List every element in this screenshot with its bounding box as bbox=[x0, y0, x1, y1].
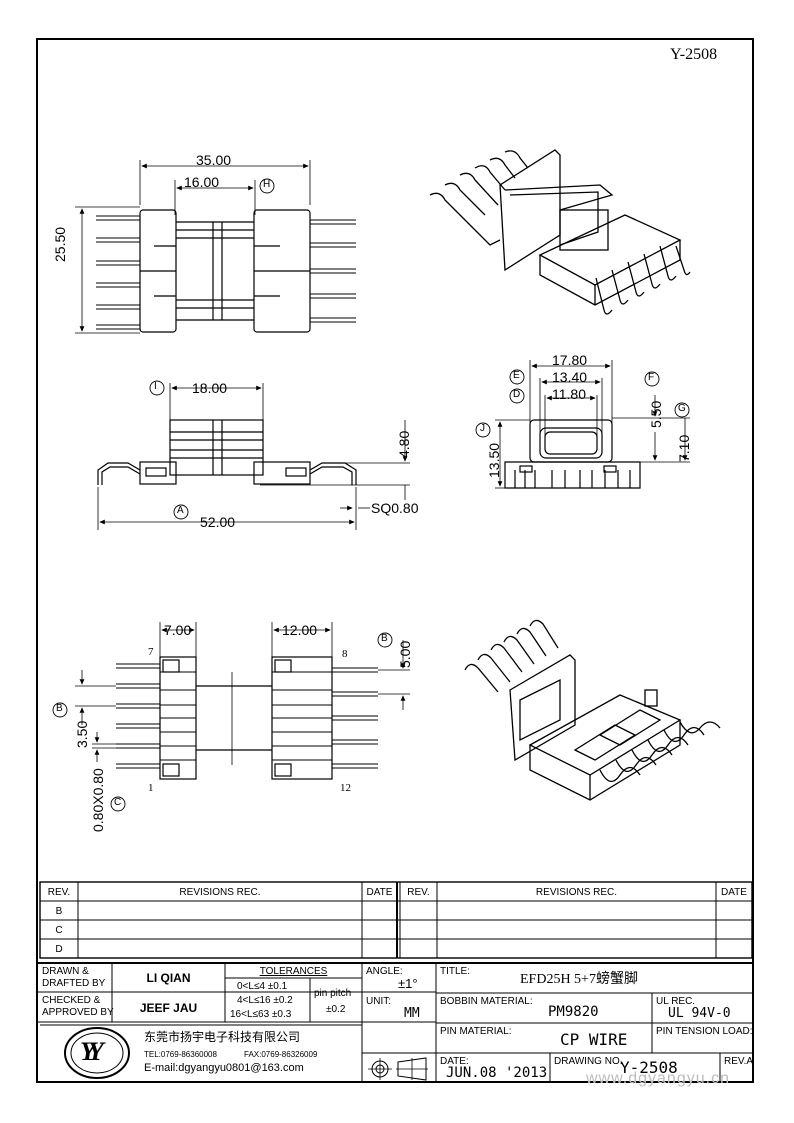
drawing-no-value: Y-2508 bbox=[620, 1058, 678, 1077]
technical-drawing bbox=[52, 149, 721, 812]
mark-b-right: B bbox=[381, 633, 388, 644]
rev-header-left: REV. bbox=[47, 887, 71, 898]
tolerances-label: TOLERANCES bbox=[259, 966, 328, 977]
company-name: 东莞市扬宇电子科技有限公司 bbox=[144, 1030, 301, 1044]
dim-i-width: 18.00 bbox=[192, 380, 228, 396]
iso-view-top bbox=[429, 149, 691, 315]
pin-number-1: 1 bbox=[148, 782, 154, 794]
checked-by: JEEF JAU bbox=[139, 1001, 198, 1015]
title-value: EFD25H 5+7螃蟹脚 bbox=[520, 972, 638, 987]
watermark-url: www.dgyangyu.cn bbox=[586, 1070, 730, 1087]
dim-bottom-left: 7.00 bbox=[164, 622, 192, 638]
revisions-header-left: REVISIONS REC. bbox=[179, 887, 261, 898]
revisions-header-right: REVISIONS REC. bbox=[535, 887, 618, 898]
drawn-label: DRAWN & DRAFTED BY bbox=[42, 966, 106, 989]
company-email: E-mail:dgyangyu0801@163.com bbox=[144, 1062, 304, 1074]
rev-row-d: D bbox=[55, 944, 63, 955]
bottom-view bbox=[52, 622, 410, 812]
drawing-number-top: Y-2508 bbox=[670, 46, 718, 63]
drawing-no-label: DRAWING NO. bbox=[554, 1056, 623, 1067]
dim-overall-width: 35.00 bbox=[196, 152, 232, 168]
mark-i: I bbox=[154, 381, 157, 392]
rev-row-b: B bbox=[55, 906, 63, 917]
angle-label: ANGLE: bbox=[366, 966, 403, 977]
mark-j: J bbox=[480, 423, 485, 434]
tolerance-3: 16<L≤63 ±0.3 bbox=[230, 1009, 292, 1020]
mark-a: A bbox=[177, 505, 184, 516]
title-label: TITLE: bbox=[440, 966, 471, 977]
dim-inner-width: 16.00 bbox=[184, 174, 220, 190]
top-view bbox=[75, 160, 356, 334]
company-tel: TEL:0769-86360008 bbox=[144, 1050, 217, 1059]
checked-label: CHECKED & APPROVED BY bbox=[42, 995, 114, 1018]
bobbin-material-label: BOBBIN MATERIAL: bbox=[440, 996, 533, 1007]
dim-end-w1: 17.80 bbox=[552, 352, 588, 368]
dim-overall-52: 52.00 bbox=[200, 514, 236, 530]
unit-label: UNIT: bbox=[366, 996, 391, 1007]
company-fax: FAX:0769-86326009 bbox=[244, 1050, 318, 1059]
mark-h: H bbox=[263, 179, 271, 190]
dim-pin-sq: SQ0.80 bbox=[371, 500, 419, 516]
drawing-frame bbox=[36, 38, 754, 1083]
date-label: DATE: bbox=[440, 1056, 469, 1067]
rev-level: REV.A bbox=[724, 1056, 754, 1067]
tolerance-2: 4<L≤16 ±0.2 bbox=[237, 995, 293, 1006]
mark-b-left: B bbox=[56, 703, 63, 714]
iso-view-bottom bbox=[464, 619, 721, 801]
ul-rec-value: UL 94V-0 bbox=[668, 1006, 731, 1021]
ul-rec-label: UL REC. bbox=[656, 996, 696, 1007]
dim-end-w2: 13.40 bbox=[552, 369, 588, 385]
pin-number-12: 12 bbox=[340, 782, 351, 794]
angle-value: ±1° bbox=[398, 976, 418, 991]
unit-value: MM bbox=[404, 1006, 420, 1021]
pin-pitch-label: pin pitch bbox=[314, 988, 352, 999]
pin-number-7: 7 bbox=[148, 646, 154, 658]
date-header-left: DATE bbox=[366, 887, 393, 898]
dim-bottom-right: 12.00 bbox=[282, 622, 318, 638]
pin-material-label: PIN MATERIAL: bbox=[440, 1026, 512, 1037]
mark-g: G bbox=[678, 403, 686, 414]
side-view bbox=[97, 380, 410, 530]
dim-end-w3: 11.80 bbox=[552, 386, 586, 402]
bobbin-material-value: PM9820 bbox=[548, 1004, 599, 1020]
mark-c: C bbox=[114, 797, 122, 808]
rev-row-c: C bbox=[55, 925, 63, 936]
pin-tension-label: PIN TENSION LOAD: bbox=[656, 1026, 753, 1037]
company-logo: YY bbox=[80, 1037, 104, 1066]
end-view bbox=[475, 360, 690, 489]
pin-pitch-value: ±0.2 bbox=[326, 1004, 346, 1015]
date-header-right: DATE bbox=[721, 887, 747, 898]
drawn-by: LI QIAN bbox=[146, 971, 191, 985]
mark-e: E bbox=[513, 370, 520, 381]
mark-f: F bbox=[648, 372, 655, 383]
mark-d: D bbox=[513, 389, 521, 400]
rev-header-right: REV. bbox=[407, 887, 430, 898]
pin-material-value: CP WIRE bbox=[560, 1030, 628, 1049]
tolerance-1: 0<L≤4 ±0.1 bbox=[237, 981, 288, 992]
pin-number-8: 8 bbox=[342, 648, 348, 660]
date-value: JUN.08 '2013 bbox=[446, 1065, 548, 1081]
